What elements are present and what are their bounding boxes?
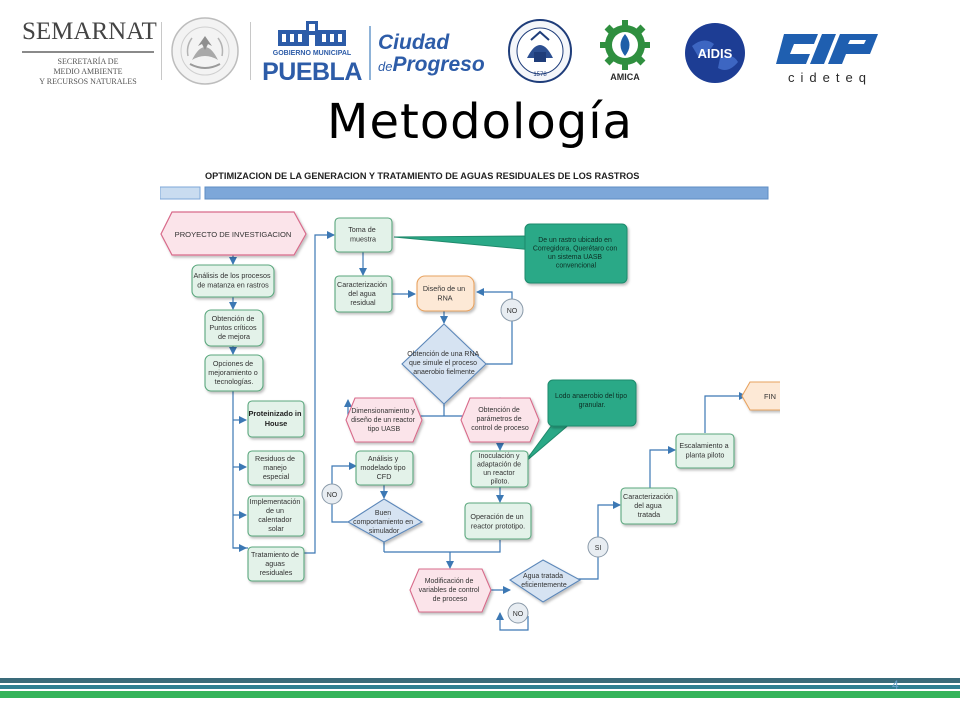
footer-line-dark — [0, 678, 960, 683]
svg-text:PROYECTO DE INVESTIGACION: PROYECTO DE INVESTIGACION — [175, 230, 292, 239]
svg-text:FIN: FIN — [764, 392, 776, 401]
logo-semarnat: SEMARNAT SECRETARÍA DE MEDIO AMBIENTE Y … — [22, 18, 162, 86]
node-caracterizacion — [334, 275, 393, 313]
svg-text:Diseño de un RNA: Diseño de un RNA — [423, 284, 467, 303]
semarnat-subtitle-2: MEDIO AMBIENTE — [53, 67, 123, 76]
logo-cideteq: cideteq — [770, 30, 890, 88]
svg-text:Agua tratada eficientement: Agua tratada eficientemente — [521, 573, 567, 589]
logo-divider-2 — [250, 22, 251, 80]
node-caracterizacion-tratada — [620, 487, 678, 525]
callout-pointer-rastro — [393, 235, 534, 251]
node-proyecto — [160, 211, 307, 256]
university-seal-icon: 1578 — [508, 19, 572, 83]
logo-ciudad-progreso: Ciudad deProgreso — [378, 32, 488, 82]
svg-text:Residuos de manejo esp: Residuos de manejo especial — [255, 454, 297, 481]
svg-text:Proteinizado in House: Proteinizado in House — [248, 409, 303, 428]
logo-amica: AMICA — [596, 20, 654, 86]
callout-rastro — [524, 223, 628, 284]
node-analisis-procesos — [191, 264, 275, 298]
node-dimensionamiento — [345, 397, 423, 443]
node-diseno-rna — [416, 275, 475, 312]
amica-gear-icon — [600, 20, 650, 70]
node-no-agua — [507, 602, 529, 624]
node-parametros — [460, 397, 540, 443]
node-buen-comportamiento — [346, 498, 424, 543]
svg-text:NO: NO — [327, 492, 338, 499]
node-inoculacion — [470, 450, 529, 488]
page-number: 4 — [892, 678, 899, 692]
logo-puebla: GOBIERNO MUNICIPAL PUEBLA — [262, 20, 362, 86]
node-si-agua — [587, 536, 609, 558]
flowchart-header: OPTIMIZACION DE LA GENERACION Y TRATAMIE… — [205, 171, 639, 181]
slide-title: Metodología — [327, 94, 633, 150]
footer-line-mid — [0, 685, 960, 689]
puebla-subtitle: GOBIERNO MUNICIPAL — [272, 50, 352, 57]
logo-divider-1 — [161, 22, 162, 80]
svg-text:Tratamiento de aguas r: Tratamiento de aguas residuales — [251, 550, 301, 577]
aidis-globe-icon: AIDIS — [685, 23, 745, 83]
svg-text:Análisis de los procesos d: Análisis de los procesos de matanza en r… — [193, 271, 272, 290]
semarnat-subtitle-3: Y RECURSOS NATURALES — [39, 77, 137, 86]
puebla-wordmark: PUEBLA — [262, 58, 362, 86]
methodology-flowchart: OPTIMIZACION DE LA GENERACION Y TRATAMIE… — [160, 171, 780, 631]
svg-text:Opciones de mejoramiento o: Opciones de mejoramiento o tecnologías. — [208, 359, 260, 386]
de-prefix: de — [378, 59, 393, 74]
svg-text:De un rastro ubicado en Co: De un rastro ubicado en Corregidora, Que… — [533, 237, 619, 270]
node-agua-tratada — [508, 559, 582, 603]
node-modificacion — [409, 568, 492, 613]
progreso-wordmark: Progreso — [392, 53, 485, 76]
node-obtencion-rna — [401, 323, 487, 405]
svg-text:Toma de muestra: Toma de muestra — [348, 225, 378, 244]
palace-icon — [278, 21, 346, 46]
footer-line-green — [0, 691, 960, 698]
node-escalamiento — [675, 433, 735, 469]
amica-label: AMICA — [610, 72, 640, 82]
node-fin — [741, 381, 780, 411]
logo-divider-3 — [369, 26, 371, 80]
node-opciones — [204, 354, 264, 392]
svg-text:SI: SI — [595, 545, 602, 552]
svg-text:Análisis y modelado tipo: Análisis y modelado tipo CFD — [360, 454, 407, 481]
svg-text:Dimensionamiento y diseño: Dimensionamiento y diseño de un reactor … — [351, 408, 417, 433]
svg-text:Obtención de una RNA que s: Obtención de una RNA que simule el proce… — [407, 351, 481, 376]
aidis-label: AIDIS — [698, 46, 733, 61]
node-proyecto-text: PROYECTO DE INVESTIGACION — [175, 230, 292, 239]
ciudad-wordmark: Ciudad — [378, 31, 450, 54]
node-no-sim — [321, 483, 343, 505]
svg-text:Modificación de variables: Modificación de variables de control de … — [419, 578, 482, 603]
svg-text:Lodo anaerobio del tipo gr: Lodo anaerobio del tipo granular. — [555, 393, 629, 409]
svg-text:Escalamiento a planta pilo: Escalamiento a planta piloto — [679, 441, 730, 460]
svg-text:Inoculación y adaptación d: Inoculación y adaptación de un reactor p… — [477, 453, 523, 486]
node-puntos-criticos — [204, 309, 264, 347]
svg-text:Obtención de Puntos crític: Obtención de Puntos críticos de mejora — [209, 314, 258, 341]
svg-text:NO: NO — [507, 308, 518, 315]
node-toma-muestra — [334, 217, 393, 253]
svg-text:Implementación de un c: Implementación de un calentador solar — [250, 497, 303, 533]
node-tratamiento — [247, 546, 305, 582]
callout-lodo — [547, 379, 637, 427]
node-proteinizado — [247, 400, 305, 438]
header-bar-small — [160, 186, 201, 200]
node-operacion — [464, 502, 532, 540]
svg-text:Operación de un reactor pr: Operación de un reactor prototipo. — [470, 512, 525, 531]
svg-text:Obtención de parámetros de: Obtención de parámetros de control de pr… — [471, 407, 529, 432]
node-analisis-cfd — [355, 450, 414, 486]
svg-text:NO: NO — [513, 611, 524, 618]
node-residuos — [247, 450, 305, 486]
semarnat-subtitle-1: SECRETARÍA DE — [57, 57, 119, 66]
semarnat-divider — [22, 51, 154, 53]
header-bar — [204, 186, 769, 200]
svg-text:Buen comportamiento en: Buen comportamiento en simulador — [353, 510, 415, 535]
semarnat-wordmark: SEMARNAT — [22, 18, 157, 45]
cideteq-label: cideteq — [788, 70, 872, 85]
node-calentador — [247, 495, 305, 537]
cideteq-mark-icon — [776, 34, 878, 64]
national-seal-icon — [171, 17, 239, 85]
university-year: 1578 — [533, 72, 547, 78]
svg-text:Caracterización del agua: Caracterización del agua tratada — [623, 492, 675, 519]
node-no-rna — [500, 298, 524, 322]
svg-text:Caracterización del agua: Caracterización del agua residual — [337, 280, 389, 307]
